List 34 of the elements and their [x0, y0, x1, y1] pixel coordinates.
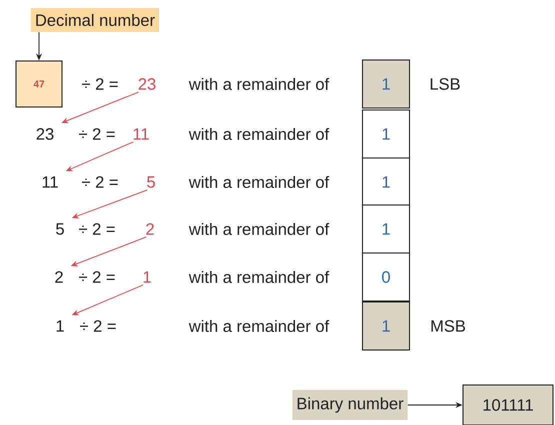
- remainder-cell: 1: [362, 204, 410, 254]
- division-text: ÷ 2 =: [79, 128, 115, 140]
- remainder-text: with a remainder of: [188, 270, 330, 284]
- remainder-text: with a remainder of: [188, 78, 330, 90]
- division-text: ÷ 2 =: [79, 223, 115, 235]
- result-box: 101111: [462, 384, 554, 425]
- division-text: ÷ 2 =: [82, 176, 118, 188]
- quotient-text: 11: [134, 128, 149, 140]
- caption-box: Binary number: [292, 390, 408, 420]
- remainder-text: with a remainder of: [188, 222, 330, 236]
- division-text: ÷ 2 =: [80, 320, 116, 332]
- remainder-cell: 1: [362, 302, 410, 350]
- number-box: 47: [16, 60, 62, 108]
- remainder-text: with a remainder of: [188, 176, 330, 188]
- remainder-cell: 0: [362, 252, 410, 302]
- bit-label: LSB: [430, 78, 460, 90]
- quotient-text: 1: [144, 271, 151, 283]
- quotient-text: 2: [146, 223, 154, 235]
- dividend-text: 5: [56, 223, 64, 235]
- caption-box: Decimal number: [30, 8, 160, 32]
- quotient-text: 23: [138, 78, 156, 90]
- quotient-text: 5: [147, 176, 155, 188]
- dividend-text: 23: [36, 128, 54, 140]
- remainder-cell: 1: [362, 60, 410, 108]
- bit-label: MSB: [431, 320, 465, 332]
- division-text: ÷ 2 =: [82, 78, 118, 90]
- division-text: ÷ 2 =: [79, 271, 115, 283]
- dividend-text: 11: [42, 176, 58, 188]
- remainder-cell: 1: [362, 158, 410, 206]
- remainder-text: with a remainder of: [188, 320, 330, 332]
- dividend-text: 1: [56, 320, 64, 332]
- remainder-text: with a remainder of: [188, 128, 330, 140]
- remainder-cell: 1: [362, 110, 410, 158]
- dividend-text: 2: [55, 271, 63, 283]
